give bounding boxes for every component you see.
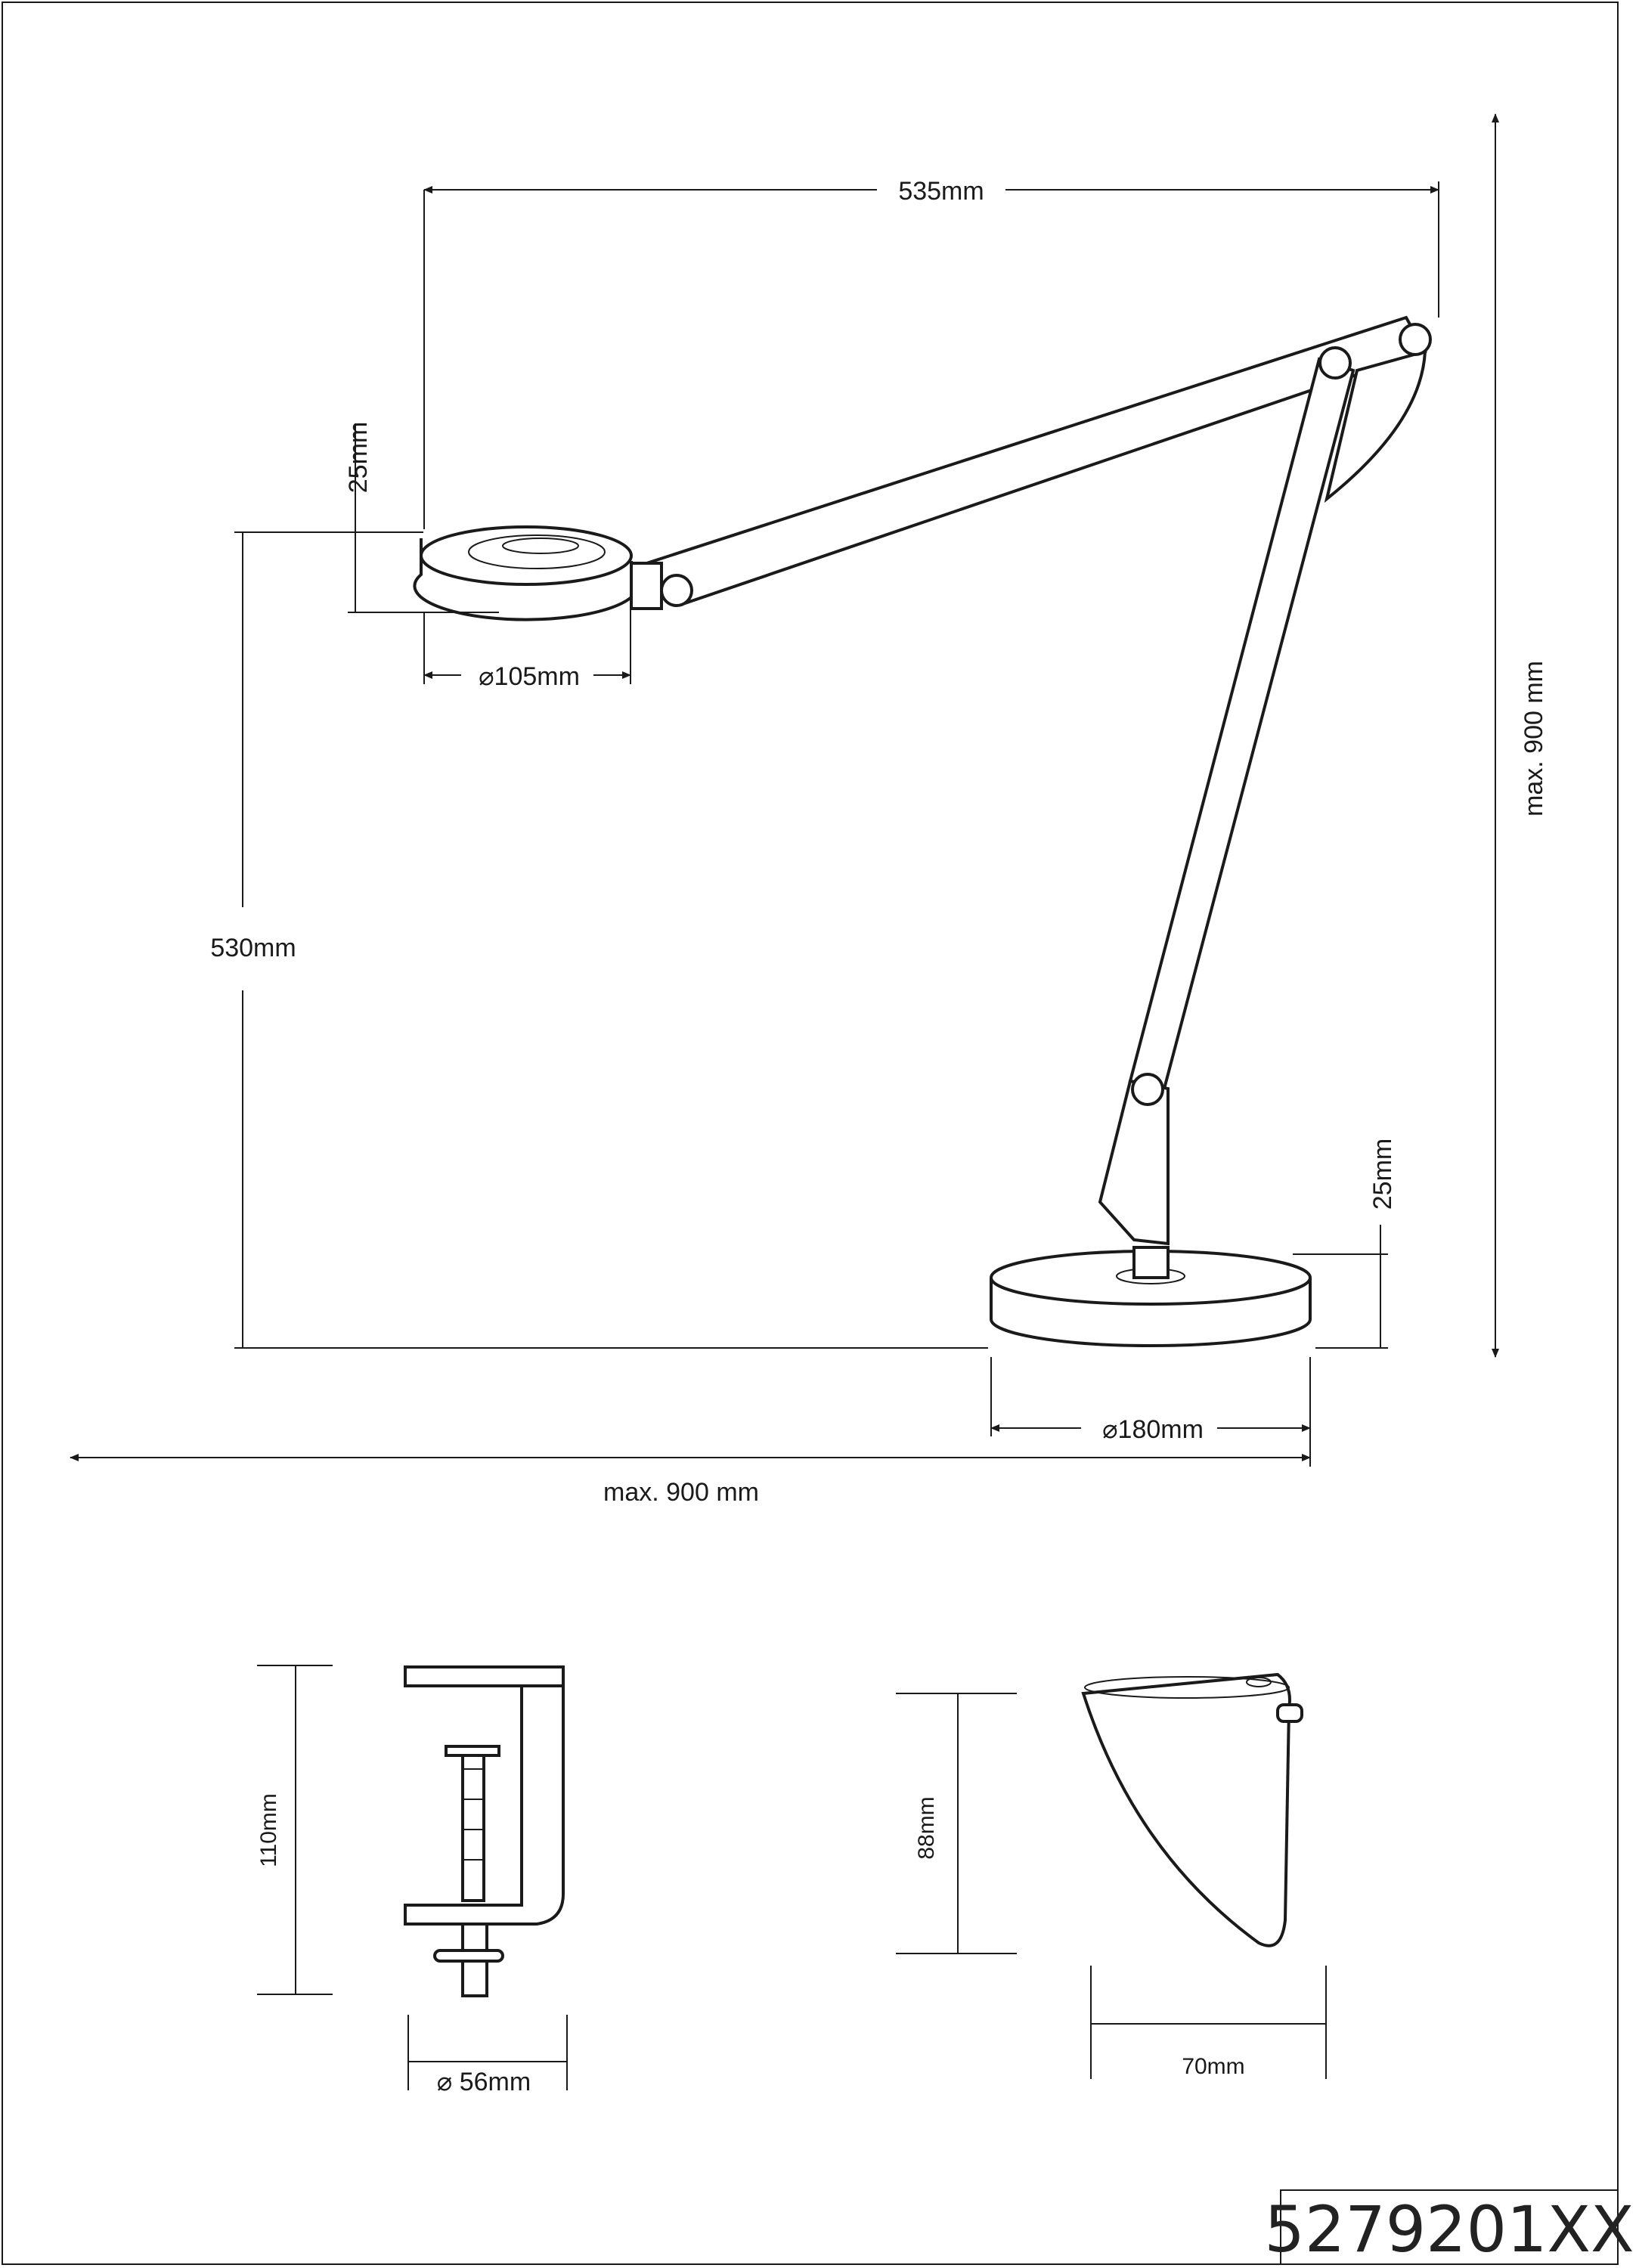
dim-label: 25mm xyxy=(1368,1139,1397,1210)
joint-knob xyxy=(1318,346,1352,380)
table-clamp: 110mm ⌀ 56mm xyxy=(256,1665,568,2096)
joint-knob xyxy=(660,574,693,607)
dim-label: ⌀180mm xyxy=(1102,1415,1204,1444)
dim-label: 110mm xyxy=(256,1793,281,1867)
lamp-arm-lower xyxy=(660,323,1432,1246)
part-number-box: 5279201XX xyxy=(1264,2189,1634,2266)
dim-label: 25mm xyxy=(344,422,373,493)
dim-max-width: max. 900 mm xyxy=(70,1454,1311,1507)
part-number: 5279201XX xyxy=(1264,2192,1634,2266)
dim-base-diameter: ⌀180mm xyxy=(990,1357,1311,1467)
dim-base-thickness: 25mm xyxy=(1293,1139,1397,1349)
dim-max-height: max. 900 mm xyxy=(1492,113,1548,1358)
joint-knob xyxy=(1399,323,1432,356)
dim-label: 88mm xyxy=(914,1796,939,1859)
dim-label: 535mm xyxy=(898,177,984,206)
wall-bracket: 88mm 70mm xyxy=(896,1672,1327,2079)
dim-label: ⌀105mm xyxy=(479,662,580,691)
dim-head-diameter: ⌀105mm xyxy=(423,605,631,691)
lamp-base xyxy=(990,1246,1312,1347)
dim-arm-reach: 535mm xyxy=(423,177,1439,529)
lamp-head xyxy=(413,525,663,621)
dim-label: 530mm xyxy=(210,934,296,962)
dim-label: 70mm xyxy=(1182,2054,1244,2079)
joint-knob xyxy=(1131,1073,1164,1106)
dim-label: max. 900 mm xyxy=(603,1478,759,1507)
dim-label: ⌀ 56mm xyxy=(437,2068,531,2096)
dim-head-height: 530mm xyxy=(210,531,988,1349)
dim-label: max. 900 mm xyxy=(1520,661,1548,816)
